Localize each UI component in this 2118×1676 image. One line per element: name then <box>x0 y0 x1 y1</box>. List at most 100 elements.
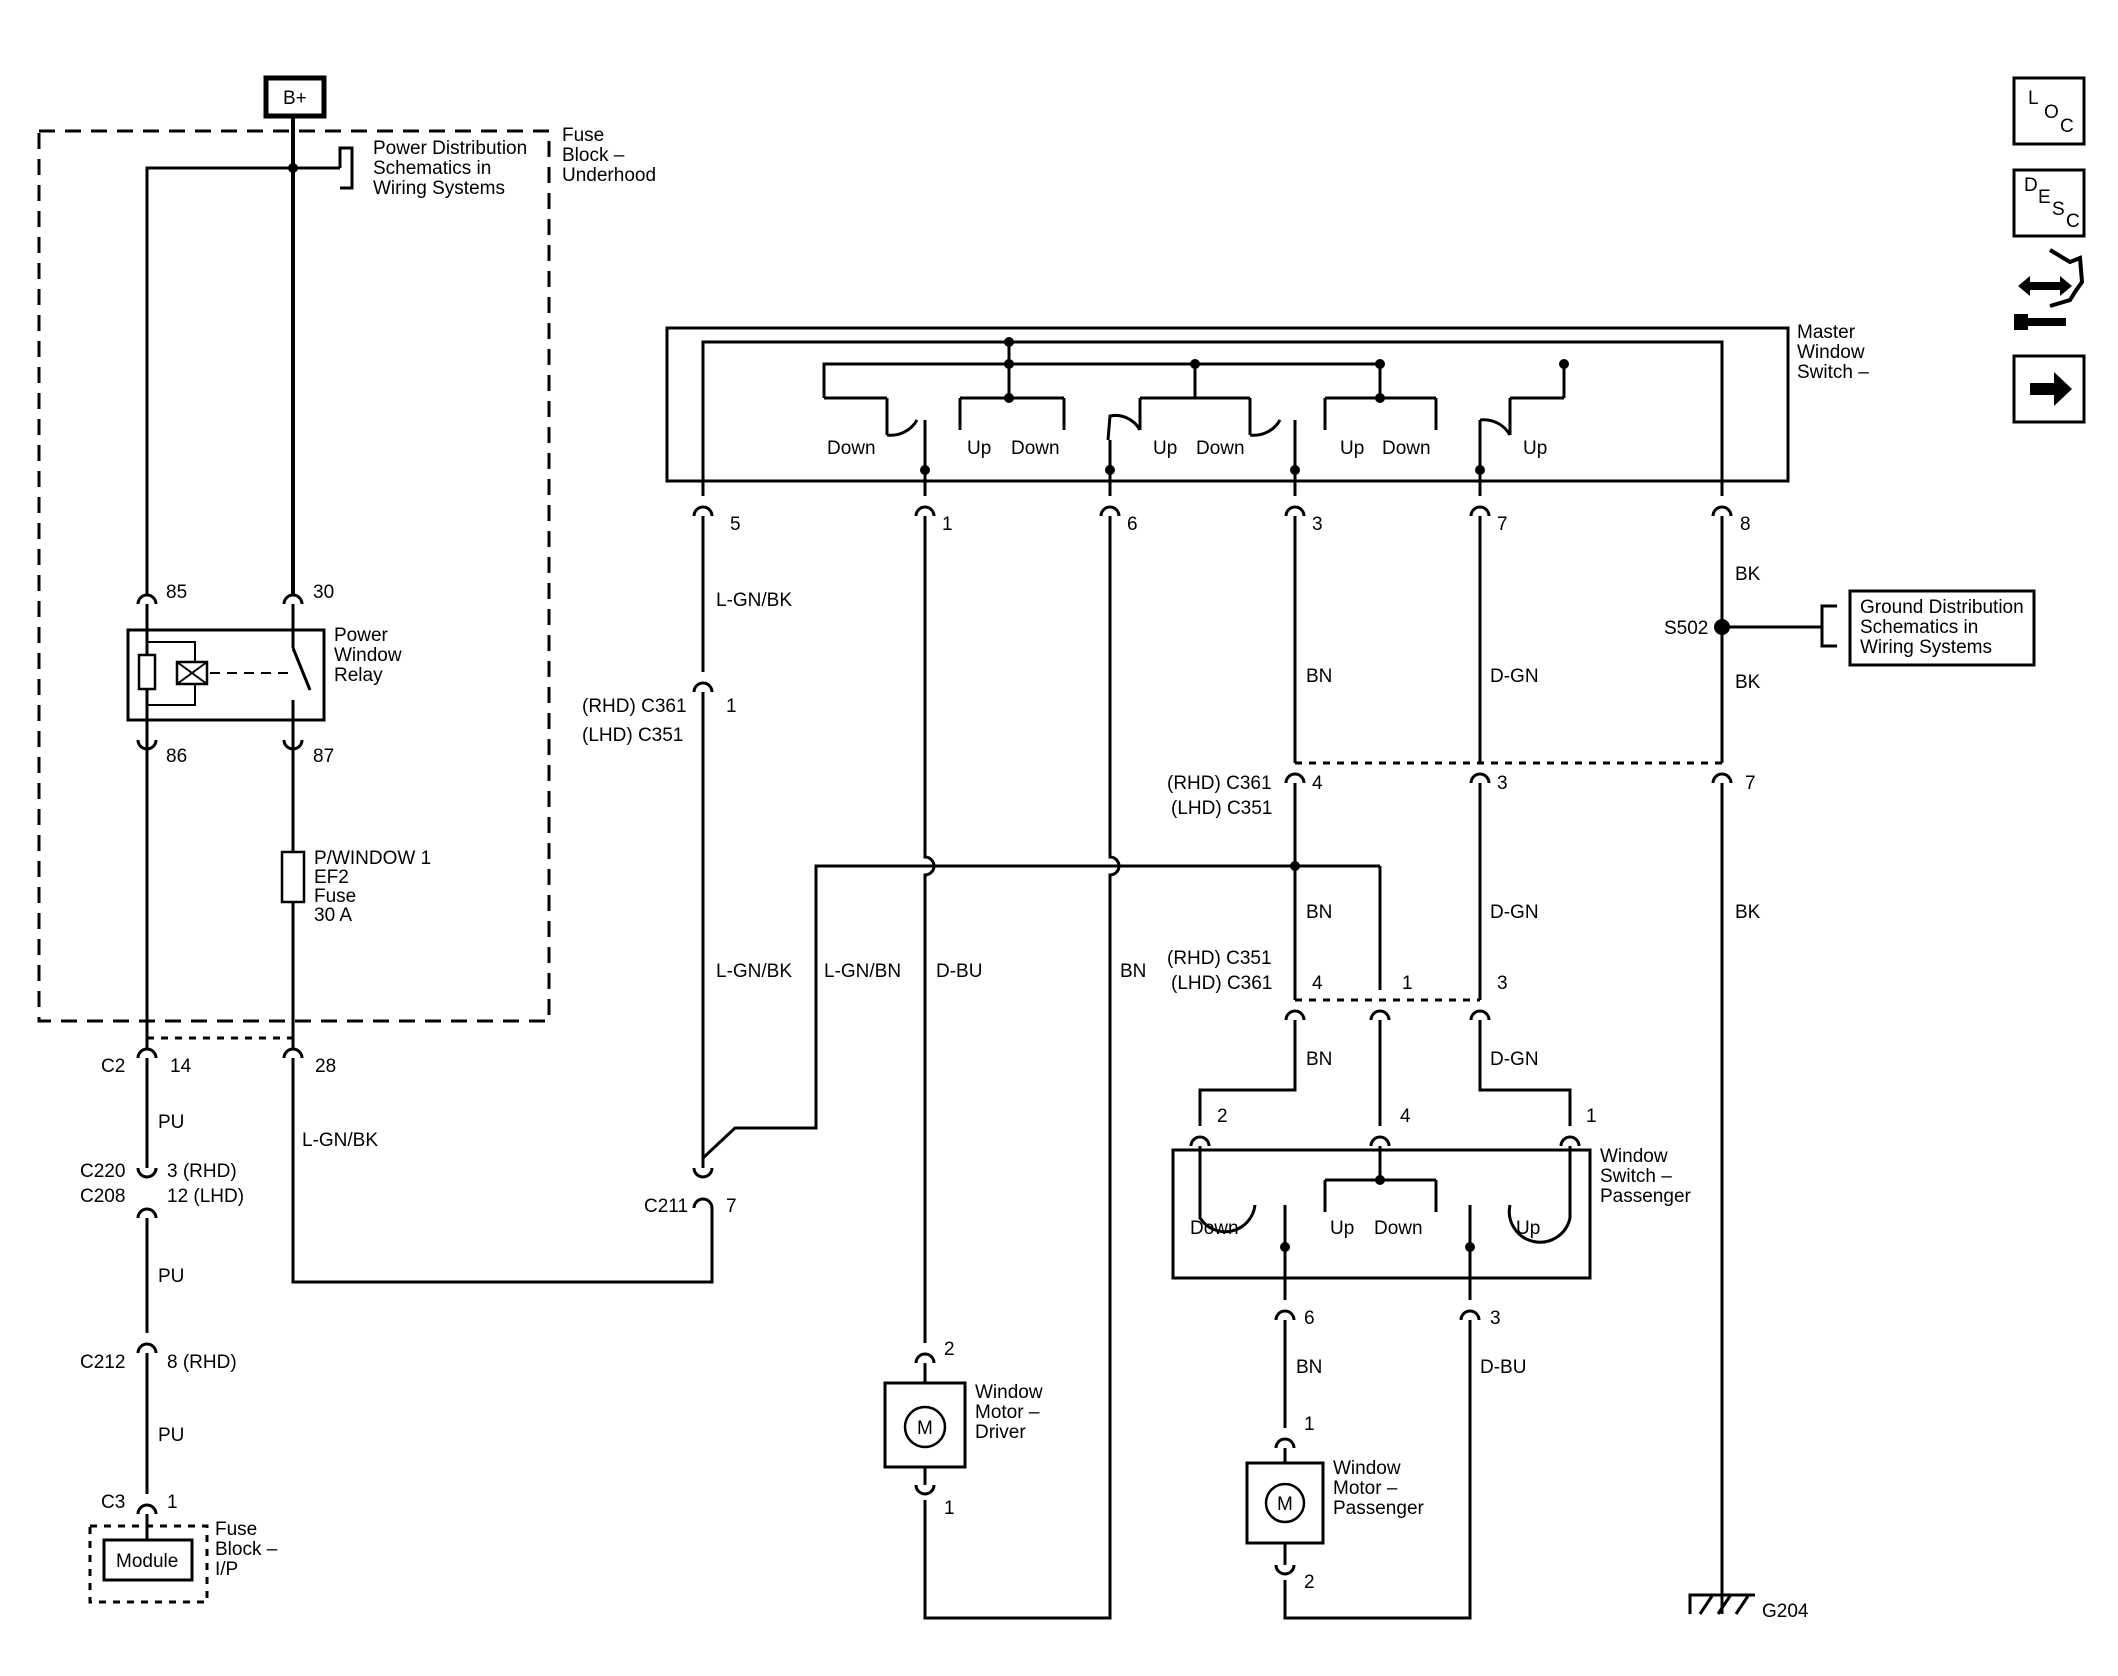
lgnbk-feed-label: L-GN/BK <box>302 1130 378 1151</box>
master-contact-label-1: Down <box>827 438 876 459</box>
c2-label: C2 <box>101 1056 125 1077</box>
c361-left-rhd: (RHD) C361 <box>582 696 687 717</box>
bk-wire-1-label: BK <box>1735 564 1761 585</box>
power-window-relay: 85 30 86 87 Power Window Relay <box>126 582 402 767</box>
master-contact-4 <box>1249 419 1282 437</box>
passenger-switch-title-3: Passenger <box>1600 1186 1692 1207</box>
bn-wire-4-label: BN <box>1296 1357 1322 1378</box>
c208-label: C208 <box>80 1186 125 1207</box>
passenger-contact-label-2: Up <box>1330 1218 1354 1239</box>
master-pin-8: 8 <box>1740 514 1751 535</box>
relay-box <box>126 628 326 722</box>
connector-view-icon[interactable] <box>2014 248 2085 330</box>
module-label: Module <box>116 1551 178 1572</box>
motor-passenger-label-3: Passenger <box>1333 1498 1425 1519</box>
motor-driver-label-3: Driver <box>975 1422 1026 1443</box>
connector-c220-c208: C220 C208 3 (RHD) 12 (LHD) <box>80 1161 244 1220</box>
fuse-block-underhood-label-3: Underhood <box>562 165 656 186</box>
c351-mid-pin-4: 4 <box>1312 973 1323 994</box>
fuse-block-underhood-label-2: Block – <box>562 145 625 166</box>
fuse-block-underhood-label-1: Fuse <box>562 125 604 146</box>
passenger-contact-4 <box>1507 1180 1572 1244</box>
relay-contact-arm <box>291 647 312 691</box>
c351-mid-pin-3: 3 <box>1497 973 1508 994</box>
ground-icon <box>1688 1593 1755 1614</box>
ground-ref-bracket <box>1820 604 1837 648</box>
fuse-label-3: Fuse <box>314 886 356 907</box>
c3-label: C3 <box>101 1492 125 1513</box>
c208-pin: 12 (LHD) <box>167 1186 244 1207</box>
fuse-block-ip-label-3: I/P <box>215 1559 238 1580</box>
dgn-wire-2-label: D-GN <box>1490 902 1539 923</box>
passenger-contact-label-4: Up <box>1516 1218 1540 1239</box>
bn-motor-wire-label: BN <box>1120 961 1146 982</box>
passenger-pin-2: 2 <box>1217 1106 1228 1127</box>
bk-wire-3-label: BK <box>1735 902 1761 923</box>
fuse-block-ip-label-2: Block – <box>215 1539 278 1560</box>
master-contact-label-8: Up <box>1523 438 1547 459</box>
connector-c2: C2 14 28 <box>101 1036 336 1077</box>
connector-c211: C211 7 <box>644 1166 737 1217</box>
loc-letter-l: L <box>2028 88 2039 109</box>
window-switch-passenger: 2 4 1 Down Up Down Up Window Switch – Pa… <box>1171 1106 1692 1329</box>
connector-c361-mid: (RHD) C361 (LHD) C351 4 3 7 <box>1167 761 1756 819</box>
master-contact-label-4: Up <box>1153 438 1177 459</box>
master-contact-label-2: Up <box>967 438 991 459</box>
lgnbn-wire-label: L-GN/BN <box>824 961 901 982</box>
master-contact-label-7: Down <box>1382 438 1431 459</box>
master-pin-1: 1 <box>942 514 953 535</box>
master-pin-5: 5 <box>730 514 741 535</box>
passenger-pin-3: 3 <box>1490 1308 1501 1329</box>
pu-wire-1-label: PU <box>158 1112 184 1133</box>
next-arrow-button[interactable] <box>2012 354 2086 424</box>
relay-resistor <box>137 653 157 691</box>
ground-label: G204 <box>1762 1601 1809 1622</box>
passenger-pin-1: 1 <box>1586 1106 1597 1127</box>
pu-wire-2-label: PU <box>158 1266 184 1287</box>
ground-ref-line-3: Wiring Systems <box>1860 637 1992 658</box>
c212-pin: 8 (RHD) <box>167 1352 237 1373</box>
ground-g204: G204 <box>1688 1593 1809 1622</box>
c212-label: C212 <box>80 1352 125 1373</box>
master-window-switch: Master Window Switch – Down Up Down Up D… <box>665 322 1869 535</box>
c361-mid-lhd: (LHD) C351 <box>1171 798 1272 819</box>
motor-passenger-icon <box>1264 1482 1306 1524</box>
connector-c351-mid: (RHD) C351 (LHD) C361 4 1 3 <box>1167 948 1508 1022</box>
c361-mid-rhd: (RHD) C361 <box>1167 773 1272 794</box>
loc-letter-o: O <box>2044 102 2059 123</box>
next-arrow-icon <box>2030 372 2072 406</box>
master-pin-7: 7 <box>1497 514 1508 535</box>
master-switch-title-1: Master <box>1797 322 1856 343</box>
desc-letter-s: S <box>2052 199 2065 220</box>
c361-left-pin: 1 <box>726 696 737 717</box>
loc-button[interactable]: L O C <box>2012 76 2086 146</box>
fuse-label-4: 30 A <box>314 905 352 926</box>
power-distribution-bracket <box>338 146 354 190</box>
relay-pin-86: 86 <box>166 746 187 767</box>
c351-mid-pin-1: 1 <box>1402 973 1413 994</box>
relay-pin-30: 30 <box>313 582 334 603</box>
lgnbk-feed-wire <box>291 1058 714 1284</box>
power-distribution-ref-line-1: Power Distribution <box>373 138 527 159</box>
c361-mid-pin-7: 7 <box>1745 773 1756 794</box>
passenger-switch-title-1: Window <box>1600 1146 1668 1167</box>
relay-coil-feed-wire <box>145 166 340 594</box>
c3-pin: 1 <box>167 1492 178 1513</box>
desc-letter-c: C <box>2066 211 2080 232</box>
fuse-label-1: P/WINDOW 1 <box>314 848 431 869</box>
lgnbn-wire <box>701 864 1380 1160</box>
motor-driver-pin-bottom: 1 <box>944 1498 955 1519</box>
c361-mid-pin-3: 3 <box>1497 773 1508 794</box>
c351-mid-lhd: (LHD) C361 <box>1171 973 1272 994</box>
dbu-wire-1 <box>923 516 936 1343</box>
dgn-wire-3 <box>1478 1020 1572 1126</box>
master-pin-6: 6 <box>1127 514 1138 535</box>
motor-driver-icon <box>903 1405 947 1449</box>
desc-button[interactable]: D E S C <box>2012 168 2086 238</box>
motor-passenger-label-1: Window <box>1333 1458 1401 1479</box>
bn-wire-1-label: BN <box>1306 666 1332 687</box>
c361-left-lhd: (LHD) C351 <box>582 725 683 746</box>
c361-mid-pin-4: 4 <box>1312 773 1323 794</box>
dgn-wire-3-label: D-GN <box>1490 1049 1539 1070</box>
